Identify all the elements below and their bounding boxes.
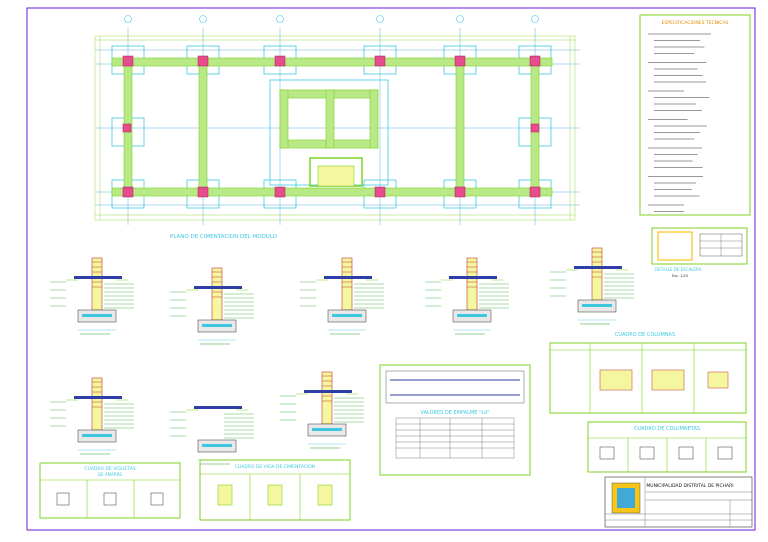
stair-detail: DETALLE DE ESCALERA Esc. 1/25 bbox=[651, 227, 748, 278]
footing-section bbox=[170, 267, 254, 345]
axis-bubble bbox=[199, 15, 207, 23]
small-columns-title: CUADRO DE COLUMNETAS bbox=[634, 426, 700, 432]
footing-section bbox=[50, 257, 134, 335]
axis-bubble bbox=[531, 15, 539, 23]
footing-section bbox=[300, 257, 384, 335]
central-core-block bbox=[269, 79, 389, 187]
title-block: MUNICIPALIDAD DISTRITAL DE PICHARI bbox=[604, 476, 753, 528]
footing-section bbox=[280, 371, 364, 449]
specs-title: ESPECIFICACIONES TECNICAS bbox=[662, 20, 729, 26]
overlap-values-panel: VALORES DE EMPALME "Ld" bbox=[379, 364, 531, 476]
axis-bubble bbox=[124, 15, 132, 23]
tie-beams-subtitle: DE AMARRE bbox=[98, 472, 122, 477]
footing-sections-row-2 bbox=[50, 371, 364, 465]
columns-title: CUADRO DE COLUMNAS bbox=[615, 332, 675, 338]
columns-table: CUADRO DE COLUMNAS bbox=[549, 332, 747, 414]
axis-bubble bbox=[376, 15, 384, 23]
tie-beams-table: CUADRO DE VIGUETAS DE AMARRE bbox=[39, 462, 181, 519]
tie-beams-title: CUADRO DE VIGUETAS bbox=[84, 466, 135, 472]
footing-section bbox=[425, 257, 509, 335]
footing-section bbox=[550, 247, 634, 325]
footing-section bbox=[50, 377, 134, 455]
foundation-beams-table: CUADRO DE VIGA DE CIMENTACION bbox=[199, 459, 351, 521]
axis-bubbles-top bbox=[124, 15, 539, 23]
small-columns-table: CUADRO DE COLUMNETAS bbox=[587, 421, 747, 473]
foundation-plan: PLANO DE CIMENTACION DEL MODULO bbox=[94, 15, 580, 240]
entity-name: MUNICIPALIDAD DISTRITAL DE PICHARI bbox=[646, 483, 733, 489]
axis-bubble bbox=[456, 15, 464, 23]
stair-detail-title: DETALLE DE ESCALERA bbox=[655, 267, 702, 272]
footing-section bbox=[170, 406, 254, 465]
specifications-panel: ESPECIFICACIONES TECNICAS bbox=[639, 14, 751, 216]
foundation-beams-title: CUADRO DE VIGA DE CIMENTACION bbox=[235, 464, 315, 470]
axis-bubble bbox=[276, 15, 284, 23]
sheet-frame bbox=[26, 7, 756, 531]
overlap-title: VALORES DE EMPALME "Ld" bbox=[420, 410, 489, 416]
plan-title: PLANO DE CIMENTACION DEL MODULO bbox=[170, 234, 278, 240]
stair-detail-scale: Esc. 1/25 bbox=[672, 274, 688, 278]
footing-sections-row-1 bbox=[50, 247, 634, 345]
